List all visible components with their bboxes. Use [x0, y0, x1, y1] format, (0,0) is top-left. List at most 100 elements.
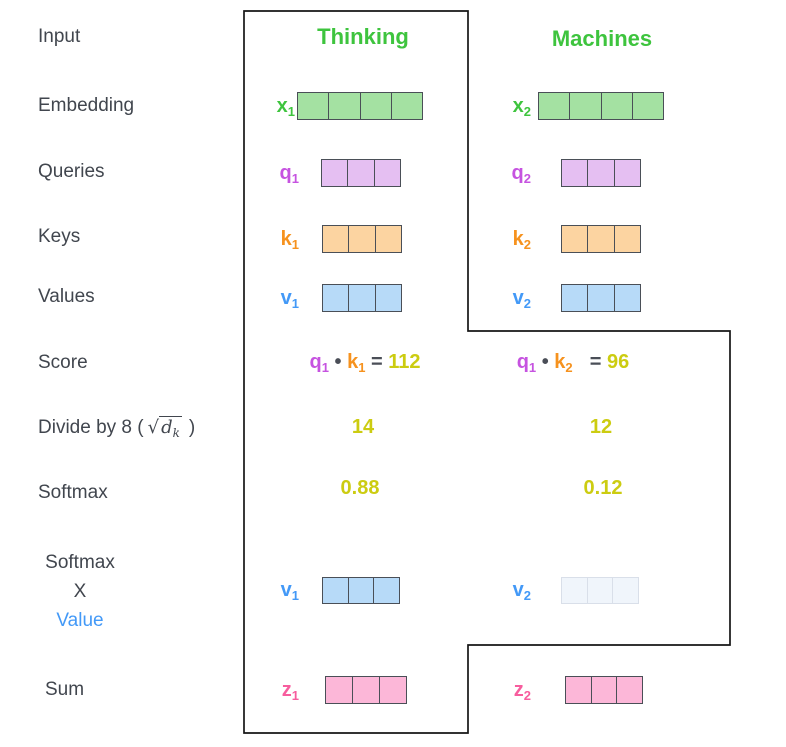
row-label-values: Values	[38, 286, 95, 307]
v2-weighted-vector-faded	[561, 577, 639, 604]
score2-value: 96	[607, 351, 630, 373]
vector-cell	[612, 578, 638, 603]
sxv-line-softmax: Softmax	[45, 552, 115, 573]
vector-cell	[616, 677, 642, 703]
score2-q-term: q1	[516, 351, 537, 375]
vector-cell	[374, 285, 401, 311]
score2-k-term: k2	[554, 351, 573, 375]
vector-cell	[347, 578, 374, 603]
softmax-result-2: 0.12	[583, 477, 623, 499]
x2-vector-label: x2	[512, 95, 531, 119]
q2-vector-label: q2	[511, 162, 531, 186]
k2-key-vector	[561, 225, 641, 253]
row-label-softmax: Softmax	[38, 482, 108, 503]
z1-output-vector	[325, 676, 407, 704]
score2-equals: =	[589, 351, 602, 373]
vector-cell	[631, 93, 663, 119]
vector-cell	[569, 93, 600, 119]
vector-cell	[613, 285, 640, 311]
sqrt-dk-formula: √dk	[147, 416, 182, 440]
vector-cell	[390, 93, 422, 119]
sqrt-symbol: √	[147, 417, 160, 438]
vector-cell	[322, 160, 347, 186]
vector-cell	[374, 226, 401, 252]
divide-prefix: Divide by 8 (	[38, 417, 144, 438]
v2-weighted-vector-label: v2	[512, 579, 531, 603]
v2-vector-label: v2	[512, 287, 531, 311]
score1-equals: =	[371, 351, 383, 373]
row-label-sum: Sum	[45, 679, 85, 700]
vector-cell	[379, 677, 406, 703]
column-header-machines: Machines	[551, 26, 653, 51]
step-outline-polygon	[243, 10, 731, 734]
sqrt-radicand: dk	[159, 416, 182, 440]
vector-cell	[600, 93, 632, 119]
v2-value-vector	[561, 284, 641, 312]
vector-cell	[298, 93, 328, 119]
row-label-embedding: Embedding	[38, 95, 135, 116]
score-expression-2: q1 • k2 = 96	[468, 351, 678, 374]
vector-cell	[328, 93, 359, 119]
q1-query-vector	[321, 159, 401, 187]
vector-cell	[323, 578, 348, 603]
vector-cell	[613, 160, 640, 186]
vector-cell	[562, 578, 587, 603]
vector-cell	[323, 285, 348, 311]
v1-weighted-vector	[322, 577, 400, 604]
vector-cell	[613, 226, 640, 252]
vector-cell	[587, 226, 613, 252]
score-expression-1: q1 • k1 = 112	[260, 351, 470, 374]
row-label-keys: Keys	[38, 226, 81, 247]
v1-vector-label: v1	[280, 287, 299, 311]
dot-product-icon: •	[541, 351, 549, 373]
k1-key-vector	[322, 225, 402, 253]
vector-cell	[347, 160, 373, 186]
vector-cell	[587, 285, 613, 311]
vector-cell	[590, 677, 617, 703]
vector-cell	[562, 226, 587, 252]
z1-vector-label: z1	[281, 679, 299, 703]
vector-cell	[348, 226, 374, 252]
vector-cell	[373, 160, 400, 186]
vector-cell	[373, 578, 399, 603]
k1-vector-label: k1	[280, 228, 299, 252]
divide-result-2: 12	[589, 416, 613, 438]
dot-product-icon: •	[334, 351, 342, 373]
row-label-softmax-x-value: Softmax X Value	[36, 548, 124, 635]
x1-vector-label: x1	[276, 95, 295, 119]
row-label-input: Input	[38, 26, 81, 47]
x1-embedding-vector	[297, 92, 423, 120]
score1-value: 112	[388, 351, 421, 373]
vector-cell	[359, 93, 391, 119]
divide-suffix: )	[188, 417, 196, 438]
vector-cell	[539, 93, 569, 119]
vector-cell	[323, 226, 348, 252]
vector-cell	[566, 677, 591, 703]
row-label-score: Score	[38, 352, 88, 373]
q2-query-vector	[561, 159, 641, 187]
vector-cell	[326, 677, 352, 703]
sxv-line-value: Value	[56, 610, 104, 631]
vector-cell	[586, 578, 613, 603]
score1-q-term: q1	[309, 351, 329, 375]
z2-vector-label: z2	[513, 679, 531, 703]
q1-vector-label: q1	[279, 162, 299, 186]
vector-cell	[562, 160, 587, 186]
score1-k-term: k1	[347, 351, 366, 375]
x2-embedding-vector	[538, 92, 664, 120]
v1-value-vector	[322, 284, 402, 312]
sxv-line-x: X	[73, 581, 87, 602]
v1-weighted-vector-label: v1	[280, 579, 299, 603]
vector-cell	[348, 285, 374, 311]
column-header-thinking: Thinking	[317, 24, 409, 49]
row-label-queries: Queries	[38, 161, 105, 182]
vector-cell	[352, 677, 379, 703]
z2-output-vector	[565, 676, 643, 704]
vector-cell	[587, 160, 613, 186]
vector-cell	[562, 285, 587, 311]
divide-result-1: 14	[351, 416, 375, 438]
k2-vector-label: k2	[512, 228, 531, 252]
softmax-result-1: 0.88	[340, 477, 380, 499]
